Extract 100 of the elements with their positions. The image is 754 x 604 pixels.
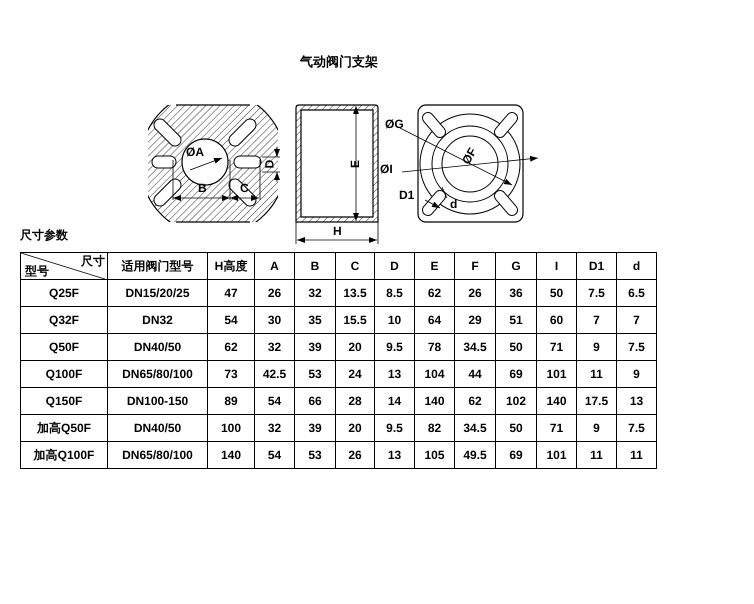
table-cell: 39 (294, 334, 336, 360)
table-header: E (414, 252, 454, 280)
table-cell: DN40/50 (108, 334, 208, 360)
table-cell: DN65/80/100 (108, 442, 208, 468)
table-cell: 14 (374, 388, 414, 414)
table-cell: 9.5 (374, 414, 414, 442)
table-cell: 54 (208, 306, 254, 334)
table-cell: Q100F (20, 360, 108, 388)
table-cell: Q32F (20, 306, 108, 334)
table-cell: 13.5 (336, 280, 374, 306)
table-header: H高度 (208, 252, 254, 280)
table-cell: DN15/20/25 (108, 280, 208, 306)
table-cell: 11 (576, 360, 616, 388)
table-cell: 47 (208, 280, 254, 306)
table-cell: 7.5 (616, 334, 656, 360)
table-cell: 50 (536, 280, 576, 306)
table-cell: 7.5 (576, 280, 616, 306)
table-cell: 104 (414, 360, 454, 388)
table-cell: 102 (496, 388, 536, 414)
table-cell: 101 (536, 360, 576, 388)
dimension-label: H (333, 225, 342, 237)
table-cell: 64 (414, 306, 454, 334)
table-cell: 32 (254, 414, 294, 442)
table-cell: DN40/50 (108, 414, 208, 442)
table-cell: 62 (414, 280, 454, 306)
table-cell: 49.5 (454, 442, 496, 468)
table-cell: 71 (536, 334, 576, 360)
table-cell: 51 (496, 306, 536, 334)
table-cell: 32 (254, 334, 294, 360)
table-cell: 54 (254, 442, 294, 468)
table-cell: Q150F (20, 388, 108, 414)
table-cell: 32 (294, 280, 336, 306)
table-cell: 66 (294, 388, 336, 414)
column-header: 尺寸 (81, 255, 105, 267)
table-cell: 53 (294, 360, 336, 388)
table-cell: 26 (254, 280, 294, 306)
table-cell: 73 (208, 360, 254, 388)
table-cell: 加高Q50F (20, 414, 108, 442)
table-cell: 20 (336, 414, 374, 442)
table-cell: 20 (336, 334, 374, 360)
table-cell: 9.5 (374, 334, 414, 360)
table-cell: 100 (208, 414, 254, 442)
table-cell: 26 (454, 280, 496, 306)
table-cell: 34.5 (454, 414, 496, 442)
table-cell: 26 (336, 442, 374, 468)
table-cell: 13 (374, 360, 414, 388)
table-cell: 50 (496, 414, 536, 442)
table-cell: 53 (294, 442, 336, 468)
table-cell: 28 (336, 388, 374, 414)
dimension-label: d (450, 198, 458, 210)
dimension-label: D1 (399, 189, 414, 201)
table-cell: Q25F (20, 280, 108, 306)
table-cell: Q50F (20, 334, 108, 360)
table-header: G (496, 252, 536, 280)
table-header: D1 (576, 252, 616, 280)
table-cell: 11 (616, 442, 656, 468)
table-cell: 11 (576, 442, 616, 468)
table-cell: 7 (576, 306, 616, 334)
table-header: d (616, 252, 656, 280)
table-cell: 140 (536, 388, 576, 414)
table-header: B (294, 252, 336, 280)
table-cell: 8.5 (374, 280, 414, 306)
table-cell: 24 (336, 360, 374, 388)
table-header: I (536, 252, 576, 280)
table-cell: 54 (254, 388, 294, 414)
table-cell: 62 (454, 388, 496, 414)
table-cell: 9 (576, 414, 616, 442)
table-cell: 39 (294, 414, 336, 442)
table-cell: 加高Q100F (20, 442, 108, 468)
table-header: C (336, 252, 374, 280)
table-cell: 29 (454, 306, 496, 334)
dimension-label: E (349, 160, 361, 168)
table-header: A (254, 252, 294, 280)
row-header: 型号 (25, 265, 49, 277)
table-cell: 89 (208, 388, 254, 414)
table-cell: 36 (496, 280, 536, 306)
table-header: 适用阀门型号 (108, 252, 208, 280)
table-cell: 9 (616, 360, 656, 388)
table-cell: DN100-150 (108, 388, 208, 414)
table-cell: 82 (414, 414, 454, 442)
table-cell: 71 (536, 414, 576, 442)
dimension-label: D (263, 160, 276, 168)
table-cell: 69 (496, 360, 536, 388)
table-cell: 140 (414, 388, 454, 414)
dimension-label: ØI (380, 163, 393, 175)
table-cell: 42.5 (254, 360, 294, 388)
table-cell: 140 (208, 442, 254, 468)
table-cell: 69 (496, 442, 536, 468)
title: 气动阀门支架 (300, 55, 378, 68)
table-cell: 7 (616, 306, 656, 334)
table-cell: 105 (414, 442, 454, 468)
dimension-label: ØG (385, 118, 404, 130)
table-cell: 34.5 (454, 334, 496, 360)
table-cell: DN65/80/100 (108, 360, 208, 388)
table-header: D (374, 252, 414, 280)
section-heading: 尺寸参数 (20, 229, 68, 241)
table-cell: 13 (616, 388, 656, 414)
table-cell: 6.5 (616, 280, 656, 306)
table-cell: 17.5 (576, 388, 616, 414)
table-cell: 101 (536, 442, 576, 468)
